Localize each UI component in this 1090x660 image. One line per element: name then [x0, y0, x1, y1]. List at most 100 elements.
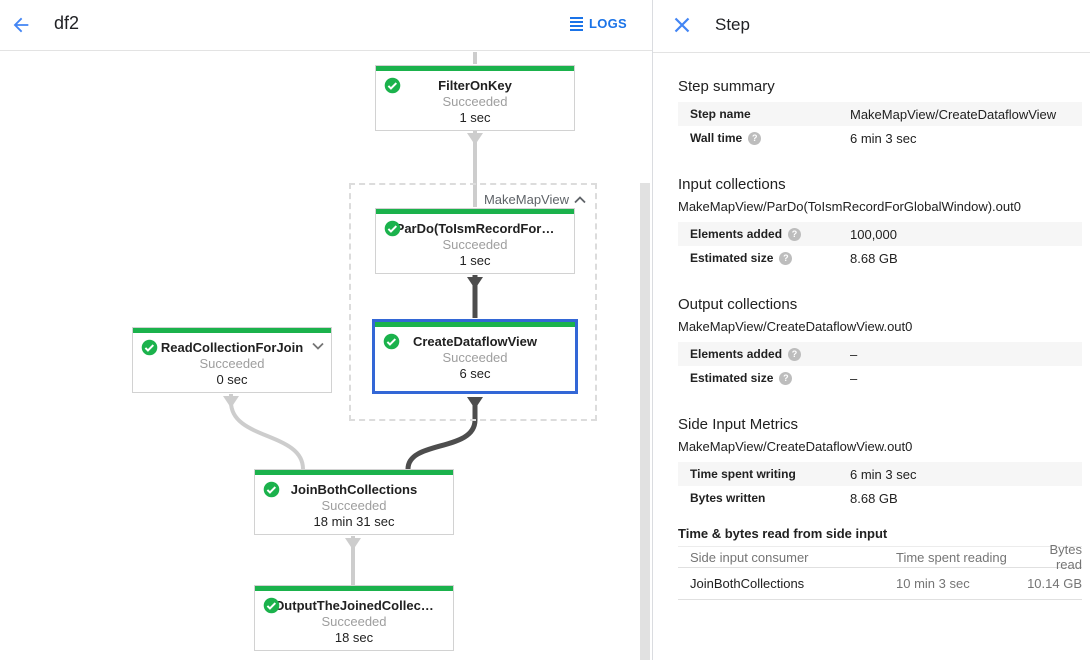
node-status: Succeeded — [442, 350, 508, 365]
panel-divider — [652, 0, 653, 660]
step-panel-title: Step — [715, 15, 750, 34]
help-icon[interactable]: ? — [788, 347, 802, 361]
job-name-title: df2 — [54, 13, 80, 33]
node-status: Succeeded — [321, 614, 387, 629]
success-check-icon — [141, 339, 158, 356]
logs-button[interactable]: LOGS — [569, 16, 627, 31]
row-value: 6 min 3 sec — [850, 466, 917, 482]
side-input-consumer-cell: JoinBothCollections — [690, 576, 805, 591]
table-row: JoinBothCollections 10 min 3 sec 10.14 G… — [678, 568, 1082, 600]
step-summary-rows: Step name MakeMapView/CreateDataflowView… — [678, 102, 1082, 150]
graph-node-joinbothcollections[interactable]: JoinBothCollections Succeeded 18 min 31 … — [254, 469, 454, 535]
node-time: 0 sec — [216, 372, 248, 387]
node-time: 1 sec — [459, 253, 491, 268]
success-check-icon — [384, 220, 401, 237]
success-check-icon — [384, 77, 401, 94]
job-topbar: df2 LOGS — [0, 0, 652, 51]
row-label: Wall time — [690, 131, 743, 145]
row-value: – — [850, 370, 858, 386]
makemapview-group-toggle[interactable]: MakeMapView — [484, 192, 586, 207]
time-spent-writing-row: Time spent writing 6 min 3 sec — [678, 462, 1082, 486]
makemapview-group: MakeMapView — [349, 183, 597, 421]
close-icon[interactable] — [674, 17, 692, 35]
node-status: Succeeded — [199, 356, 265, 371]
node-status-bar — [133, 328, 331, 333]
row-label: Estimated size — [690, 371, 774, 385]
step-summary-heading: Step summary — [678, 78, 775, 95]
row-value: 8.68 GB — [850, 490, 898, 506]
success-check-icon — [263, 597, 280, 614]
graph-scrollbar-thumb[interactable] — [640, 183, 650, 660]
bytes-read-cell: 10.14 GB — [1027, 576, 1082, 591]
row-label: Elements added — [690, 227, 783, 241]
help-icon[interactable]: ? — [748, 131, 762, 145]
row-value: 8.68 GB — [850, 250, 898, 266]
row-label: Bytes written — [690, 491, 766, 505]
bytes-written-row: Bytes written 8.68 GB — [678, 486, 1082, 510]
node-title: ParDo(ToIsmRecordFor… — [395, 221, 555, 236]
chevron-down-icon[interactable] — [312, 342, 324, 350]
estimated-size-row: Estimated size? – — [678, 366, 1082, 390]
row-label: Estimated size — [690, 251, 774, 265]
row-label: Elements added — [690, 347, 783, 361]
side-input-read-table-header: Side input consumer Time spent reading B… — [678, 542, 1082, 572]
logs-list-icon — [569, 16, 583, 31]
node-status: Succeeded — [442, 94, 508, 109]
step-panel-header: Step — [653, 0, 1090, 53]
help-icon[interactable]: ? — [788, 227, 802, 241]
time-spent-reading-cell: 10 min 3 sec — [896, 576, 970, 591]
side-input-read-table-heading: Time & bytes read from side input — [678, 526, 888, 541]
group-label-text: MakeMapView — [483, 192, 569, 207]
node-status: Succeeded — [442, 237, 508, 252]
graph-node-pardo[interactable]: ParDo(ToIsmRecordFor… Succeeded 1 sec — [375, 208, 575, 274]
help-icon[interactable]: ? — [779, 251, 793, 265]
node-title: ReadCollectionForJoin — [160, 340, 304, 355]
row-value: 6 min 3 sec — [850, 130, 917, 146]
help-icon[interactable]: ? — [779, 371, 793, 385]
side-input-collection-name: MakeMapView/CreateDataflowView.out0 — [678, 439, 913, 454]
input-collections-heading: Input collections — [678, 176, 786, 193]
graph-node-outputthejoinedcollection[interactable]: OutputTheJoinedCollec… Succeeded 18 sec — [254, 585, 454, 651]
estimated-size-row: Estimated size? 8.68 GB — [678, 246, 1082, 270]
output-collection-name: MakeMapView/CreateDataflowView.out0 — [678, 319, 913, 334]
node-status: Succeeded — [321, 498, 387, 513]
node-time: 18 sec — [334, 630, 374, 645]
back-arrow-button[interactable] — [10, 14, 34, 38]
node-title: JoinBothCollections — [290, 482, 418, 497]
column-header: Time spent reading — [896, 549, 1007, 565]
graph-node-filteronkey[interactable]: FilterOnKey Succeeded 1 sec — [375, 65, 575, 131]
success-check-icon — [263, 481, 280, 498]
graph-node-createdataflowview-selected[interactable]: CreateDataflowView Succeeded 6 sec — [372, 319, 578, 394]
node-time: 6 sec — [459, 366, 491, 381]
chevron-up-icon — [574, 192, 586, 207]
node-status-bar — [255, 586, 453, 591]
input-collections-rows: Elements added? 100,000 Estimated size? … — [678, 222, 1082, 270]
logs-button-label: LOGS — [588, 16, 627, 31]
row-value: – — [850, 346, 858, 362]
graph-node-readcollectionforjoin[interactable]: ReadCollectionForJoin Succeeded 0 sec — [132, 327, 332, 393]
column-header: Bytes read — [1049, 542, 1082, 572]
job-graph-canvas: MakeMapView FilterOnKey Succeeded 1 sec … — [0, 51, 652, 660]
graph-edges — [223, 52, 483, 585]
node-title: CreateDataflowView — [412, 334, 538, 349]
node-status-bar — [375, 322, 575, 327]
node-title: OutputTheJoinedCollec… — [274, 598, 434, 613]
side-input-metrics-rows: Time spent writing 6 min 3 sec Bytes wri… — [678, 462, 1082, 510]
wall-time-row: Wall time? 6 min 3 sec — [678, 126, 1082, 150]
row-label: Time spent writing — [690, 467, 796, 481]
side-input-metrics-heading: Side Input Metrics — [678, 416, 799, 433]
row-value: MakeMapView/CreateDataflowView — [850, 106, 1057, 122]
step-name-row: Step name MakeMapView/CreateDataflowView — [678, 102, 1082, 126]
node-time: 1 sec — [459, 110, 491, 125]
step-details-panel: Step Step summary Step name MakeMapView/… — [653, 0, 1090, 660]
output-collections-heading: Output collections — [678, 296, 798, 313]
success-check-icon — [383, 333, 400, 350]
node-time: 18 min 31 sec — [313, 514, 395, 529]
row-value: 100,000 — [850, 226, 897, 242]
row-label: Step name — [690, 107, 751, 121]
elements-added-row: Elements added? – — [678, 342, 1082, 366]
node-status-bar — [376, 209, 574, 214]
node-status-bar — [376, 66, 574, 71]
column-header: Side input consumer — [690, 549, 809, 565]
